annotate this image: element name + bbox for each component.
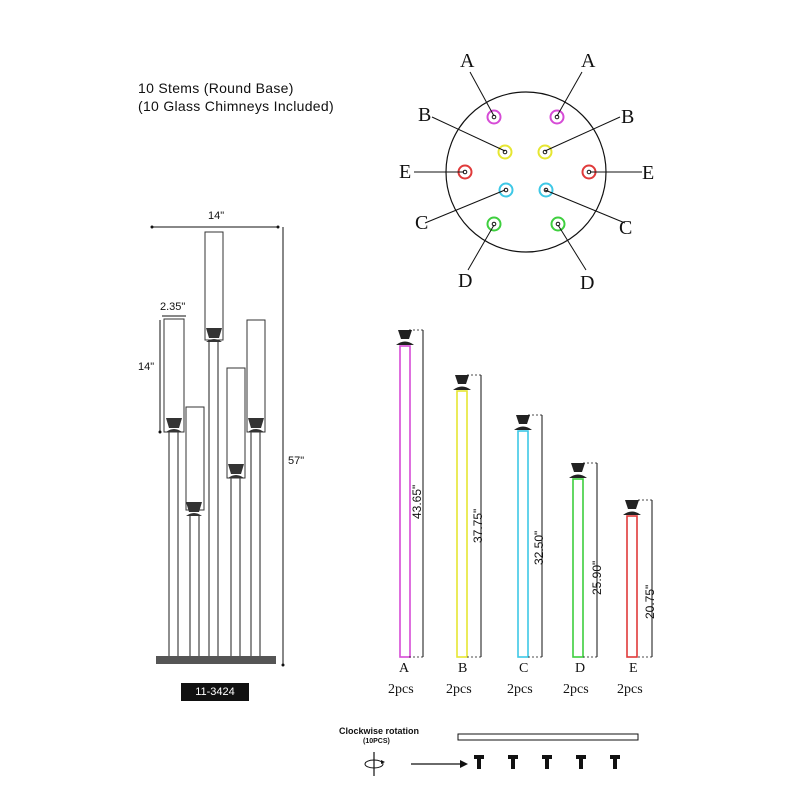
layout-label-e-right: E bbox=[642, 162, 655, 184]
stem-b bbox=[453, 374, 482, 658]
stem-a-label: A bbox=[399, 661, 410, 676]
layout-label-b-left: B bbox=[418, 104, 432, 126]
ring-d bbox=[550, 216, 566, 232]
stem-b-label: B bbox=[458, 661, 468, 676]
stem-c bbox=[514, 414, 543, 658]
ring-c bbox=[538, 182, 554, 198]
layout-label-e-left: E bbox=[399, 161, 412, 183]
arrow-right-icon bbox=[411, 760, 468, 768]
stem-c-qty: 2pcs bbox=[507, 682, 533, 697]
title-line-2: (10 Glass Chimneys Included) bbox=[138, 98, 334, 114]
model-number-badge: 11-3424 bbox=[181, 683, 249, 701]
ring-a bbox=[549, 109, 565, 125]
count-label: (10PCS) bbox=[363, 738, 390, 745]
layout-label-a-right: A bbox=[581, 50, 596, 72]
layout-label-d-left: D bbox=[458, 270, 473, 292]
stem-a-qty: 2pcs bbox=[388, 682, 414, 697]
ring-b bbox=[497, 144, 513, 160]
layout-label-d-right: D bbox=[580, 272, 595, 294]
base-plate bbox=[457, 733, 639, 741]
ring-a bbox=[486, 109, 502, 125]
title-line-1: 10 Stems (Round Base) bbox=[138, 80, 294, 96]
width-label: 14" bbox=[208, 210, 225, 222]
stem-a bbox=[396, 329, 424, 658]
chimney-height-label: 14" bbox=[138, 361, 155, 373]
stem-d-qty: 2pcs bbox=[563, 682, 589, 697]
rotation-label: Clockwise rotation bbox=[339, 726, 420, 736]
stem-d-label: D bbox=[575, 661, 586, 676]
ring-c bbox=[498, 182, 514, 198]
stem-e bbox=[623, 499, 653, 658]
ring-d bbox=[486, 216, 502, 232]
total-height-label: 57" bbox=[288, 455, 305, 467]
stem-b-qty: 2pcs bbox=[446, 682, 472, 697]
stem-c-label: C bbox=[519, 661, 529, 676]
chimney-diameter-label: 2.35" bbox=[160, 301, 186, 313]
layout-label-c-left: C bbox=[415, 212, 429, 234]
ring-b bbox=[537, 144, 553, 160]
layout-label-a-left: A bbox=[460, 50, 475, 72]
layout-label-c-right: C bbox=[619, 217, 633, 239]
stem-d bbox=[569, 462, 598, 658]
layout-label-b-right: B bbox=[621, 106, 635, 128]
rotation-icon bbox=[364, 752, 385, 776]
screws bbox=[474, 755, 620, 769]
stem-e-label: E bbox=[629, 661, 638, 676]
stem-e-qty: 2pcs bbox=[617, 682, 643, 697]
